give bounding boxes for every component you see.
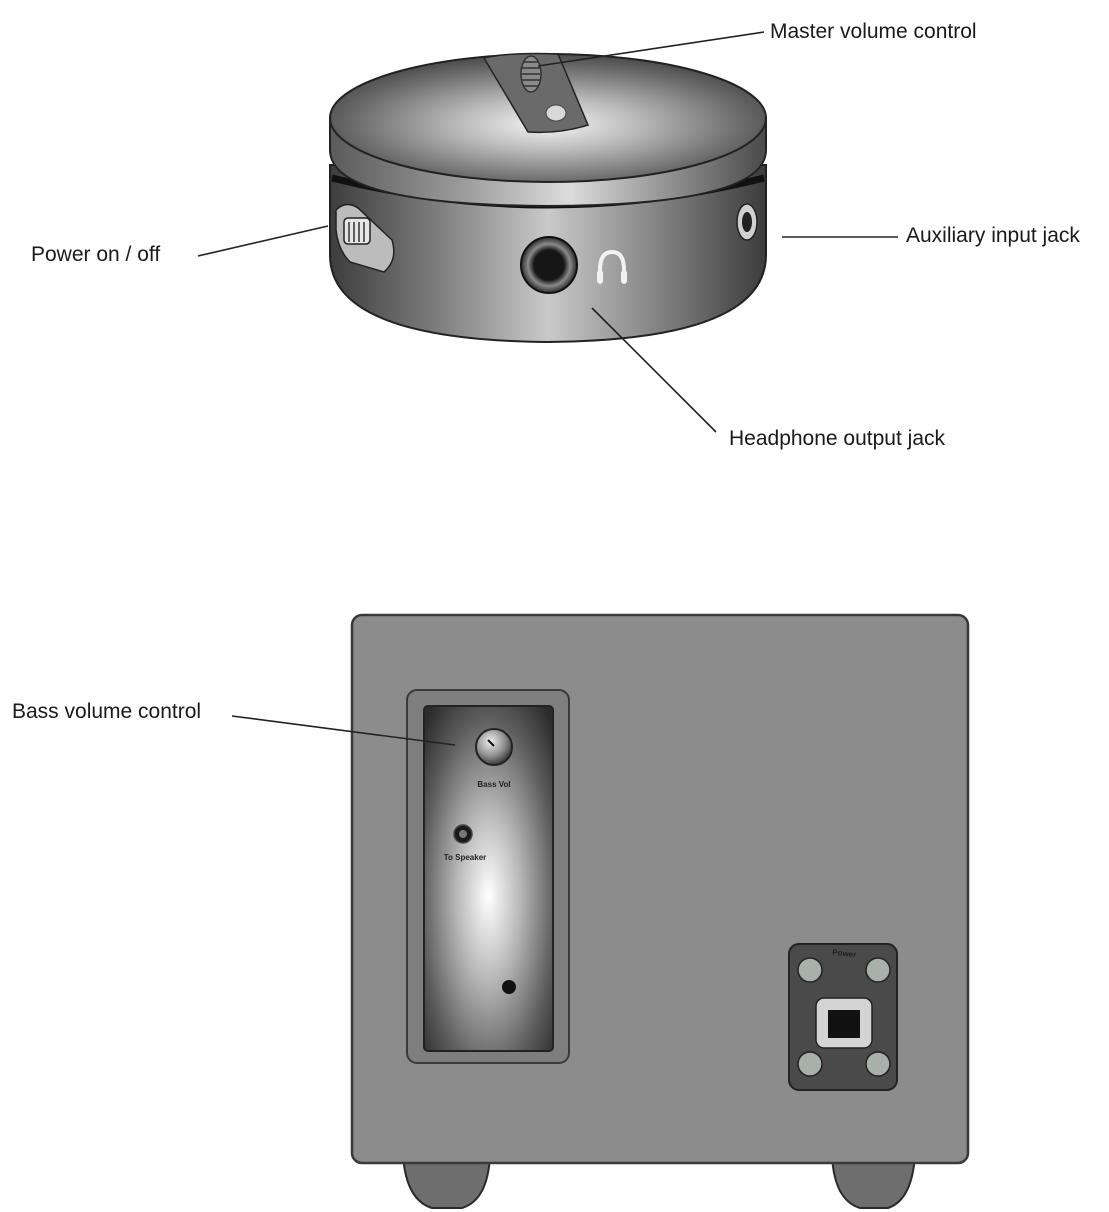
subwoofer-foot-right — [830, 1154, 917, 1209]
headphone-output-jack[interactable] — [520, 236, 578, 294]
label-master-volume: Master volume control — [770, 20, 977, 43]
label-power-switch: Power on / off — [31, 243, 161, 266]
leader-power — [197, 225, 329, 257]
leader-lines-top — [197, 31, 898, 433]
power-socket[interactable] — [788, 943, 898, 1091]
master-volume-slider[interactable] — [482, 52, 590, 134]
subwoofer-foot-left — [401, 1154, 492, 1209]
label-auxiliary-input: Auxiliary input jack — [906, 224, 1080, 247]
control-plate — [423, 705, 554, 1052]
headphones-icon — [597, 249, 627, 284]
bass-vol-label: Bass Vol — [477, 780, 510, 789]
indicator-hole — [502, 980, 516, 994]
to-speaker-jack[interactable] — [453, 824, 473, 844]
leader-bass-volume — [231, 715, 456, 746]
label-headphone-output: Headphone output jack — [729, 427, 945, 450]
to-speaker-label: To Speaker — [444, 853, 487, 862]
leader-master-volume — [537, 31, 765, 67]
subwoofer: Bass Vol To Speaker Power — [350, 613, 970, 1209]
power-switch[interactable] — [335, 203, 395, 273]
bass-volume-knob[interactable] — [475, 728, 513, 766]
auxiliary-input-jack[interactable] — [736, 203, 758, 241]
power-socket-label: Power — [832, 948, 857, 959]
label-bass-volume: Bass volume control — [12, 700, 202, 723]
leader-headphone — [591, 307, 717, 433]
control-pod — [329, 52, 767, 344]
